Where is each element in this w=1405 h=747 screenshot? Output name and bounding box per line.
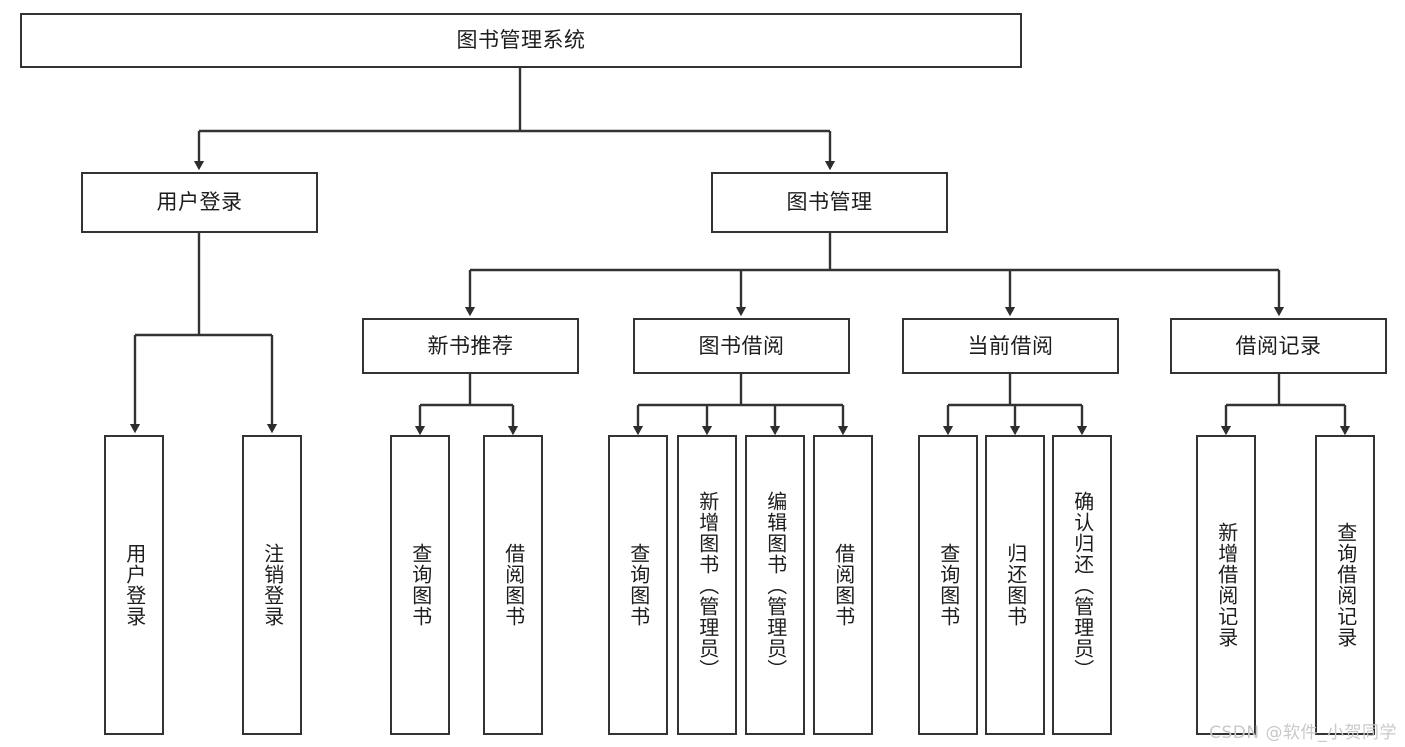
node-new-book-rec-label: 新书推荐 [427,333,514,358]
node-leaf-query-record[interactable]: 查询借阅记录 [1315,435,1375,735]
node-leaf-borrow-book-2[interactable]: 借阅图书 [813,435,873,735]
node-new-book-rec[interactable]: 新书推荐 [362,318,579,374]
node-leaf-confirm-return-label: 确认归还（管理员） [1070,490,1095,680]
node-leaf-return-book-label: 归还图书 [1003,543,1028,627]
node-leaf-logout-label: 注销登录 [260,543,285,627]
node-leaf-add-record-label: 新增借阅记录 [1214,522,1239,648]
node-user-login-label: 用户登录 [156,190,243,215]
node-book-borrow[interactable]: 图书借阅 [633,318,850,374]
node-root-label: 图书管理系统 [456,28,586,53]
node-borrow-record-label: 借阅记录 [1235,333,1322,358]
node-current-borrow[interactable]: 当前借阅 [902,318,1119,374]
node-leaf-borrow-book-2-label: 借阅图书 [831,543,856,627]
node-current-borrow-label: 当前借阅 [967,333,1054,358]
node-leaf-query-book-3[interactable]: 查询图书 [918,435,978,735]
node-leaf-edit-book-label: 编辑图书（管理员） [763,490,788,680]
node-leaf-return-book[interactable]: 归还图书 [985,435,1045,735]
node-book-manage-label: 图书管理 [786,190,873,215]
watermark: CSDN @软件_小贺同学 [1209,723,1397,743]
node-leaf-borrow-book-1[interactable]: 借阅图书 [483,435,543,735]
node-leaf-query-book-3-label: 查询图书 [936,543,961,627]
node-leaf-query-book-2-label: 查询图书 [626,543,651,627]
node-root[interactable]: 图书管理系统 [20,13,1022,68]
node-leaf-add-book-label: 新增图书（管理员） [695,490,720,680]
node-leaf-add-record[interactable]: 新增借阅记录 [1196,435,1256,735]
node-book-borrow-label: 图书借阅 [698,333,785,358]
node-leaf-add-book[interactable]: 新增图书（管理员） [677,435,737,735]
node-leaf-edit-book[interactable]: 编辑图书（管理员） [745,435,805,735]
node-leaf-user-login[interactable]: 用户登录 [104,435,164,735]
node-leaf-query-book-2[interactable]: 查询图书 [608,435,668,735]
node-leaf-confirm-return[interactable]: 确认归还（管理员） [1052,435,1112,735]
node-leaf-logout[interactable]: 注销登录 [242,435,302,735]
node-borrow-record[interactable]: 借阅记录 [1170,318,1387,374]
node-leaf-query-book-1[interactable]: 查询图书 [390,435,450,735]
node-leaf-user-login-label: 用户登录 [122,543,147,627]
node-leaf-query-book-1-label: 查询图书 [408,543,433,627]
node-leaf-borrow-book-1-label: 借阅图书 [501,543,526,627]
node-user-login[interactable]: 用户登录 [81,172,318,233]
node-leaf-query-record-label: 查询借阅记录 [1333,522,1358,648]
node-book-manage[interactable]: 图书管理 [711,172,948,233]
